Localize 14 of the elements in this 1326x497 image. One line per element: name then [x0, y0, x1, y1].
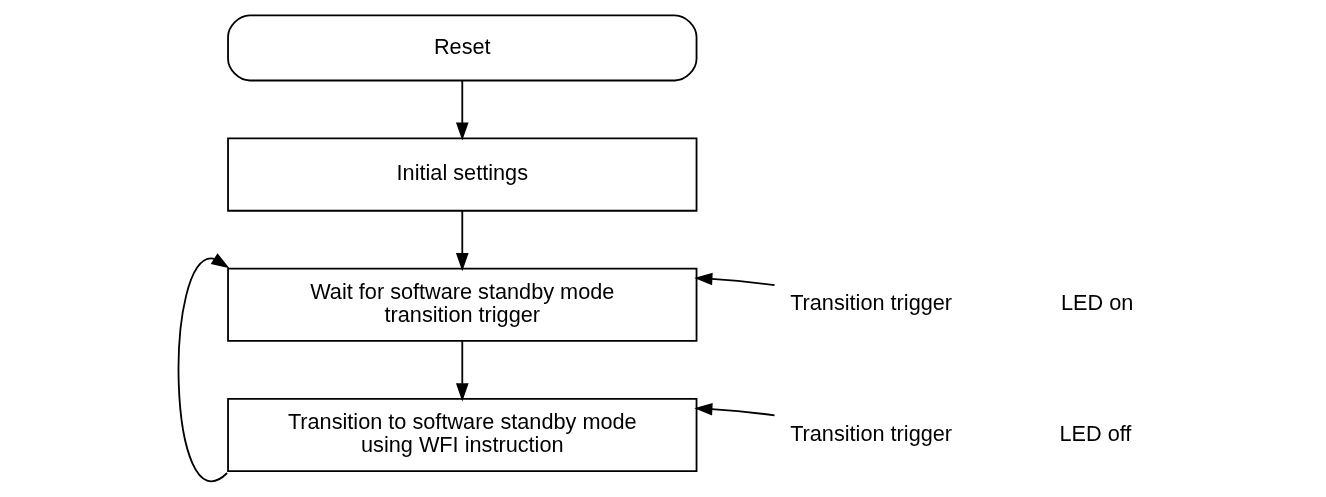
node-box: Wait for software standby mode transition trigger — [226, 267, 697, 342]
arrow — [177, 253, 229, 483]
node-box: Reset — [226, 14, 697, 82]
arrow — [455, 340, 469, 402]
arrow — [455, 210, 469, 272]
arrow — [693, 402, 775, 417]
arrow — [693, 272, 775, 287]
label: LED on — [1060, 290, 1133, 316]
node-box: Transition to software standby mode using WFI instruction — [226, 397, 697, 473]
label: LED off — [1058, 420, 1131, 446]
arrow — [455, 79, 469, 141]
node-text: Transition trigger — [789, 290, 952, 316]
node-text: Transition trigger — [789, 420, 952, 446]
node-box: Initial settings — [226, 137, 697, 212]
